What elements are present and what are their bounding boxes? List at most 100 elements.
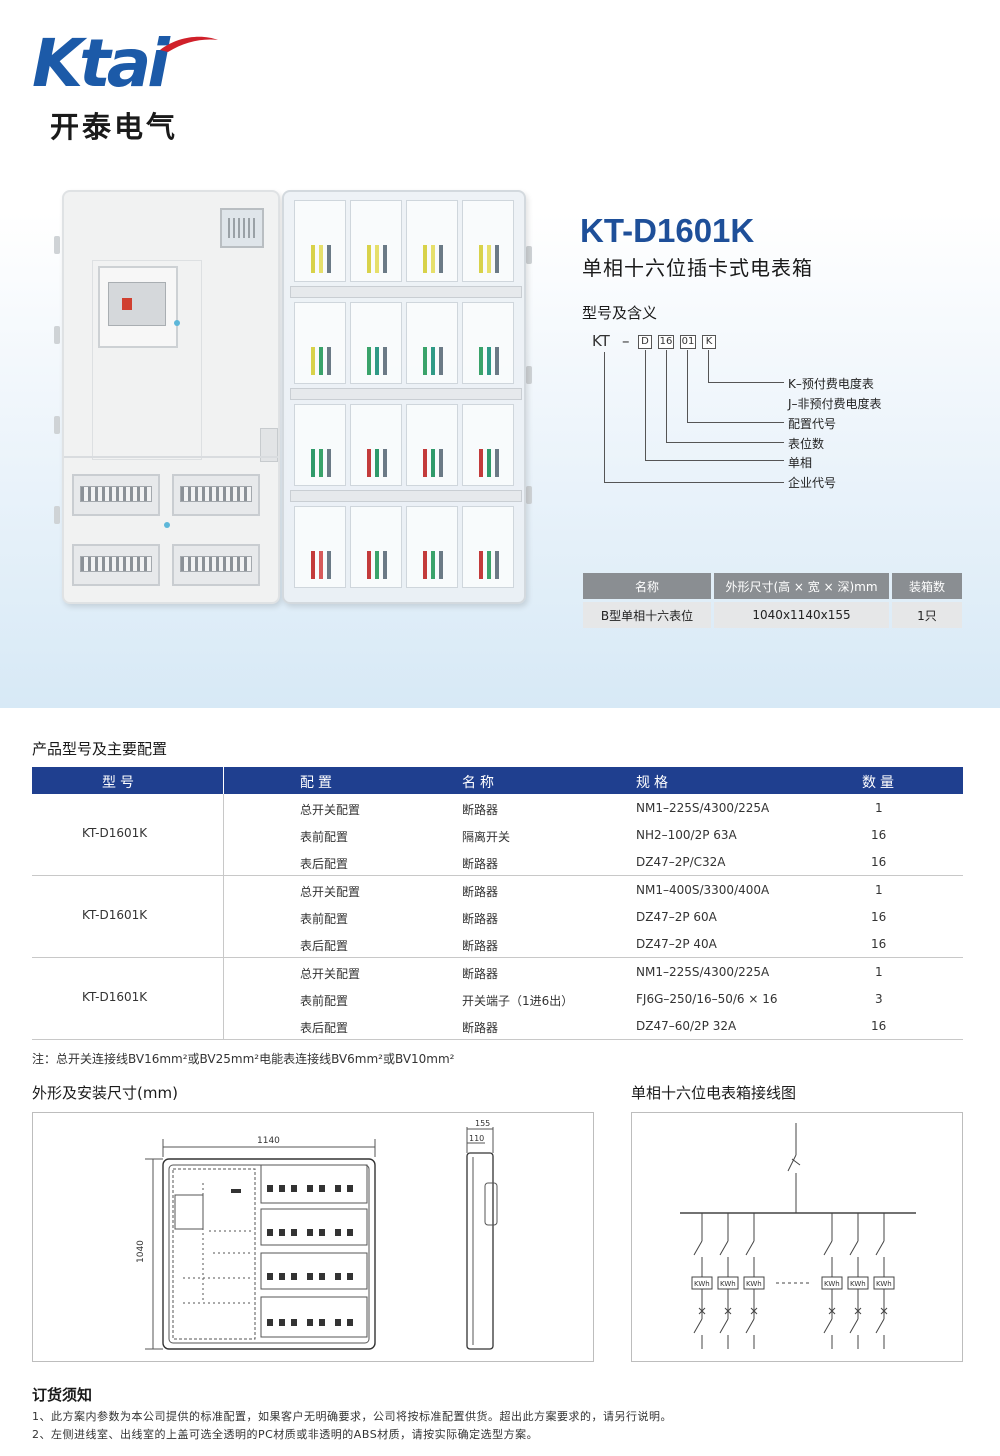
cell-qty: 16 — [871, 1019, 887, 1033]
product-name-subtitle: 单相十六位插卡式电表箱 — [582, 256, 813, 280]
table-row: 总开关配置 断路器 NM1–225S/4300/225A 1 — [32, 959, 963, 986]
dimension-drawing: 1140 1040 155 110 — [32, 1112, 594, 1362]
code-label-prepaid: K–预付费电度表 — [788, 377, 874, 391]
code-label-non-prepaid: J–非预付费电度表 — [788, 397, 882, 411]
cell-spec: NM1–225S/4300/225A — [636, 801, 770, 815]
cell-config: 总开关配置 — [300, 803, 361, 817]
spec-cell-size: 1040x1140x155 — [714, 602, 889, 628]
cell-name: 隔离开关 — [462, 830, 511, 844]
spec-header-size: 外形尺寸(高 × 宽 × 深)mm — [714, 573, 889, 599]
company-logo: Ktai 开泰电气 — [30, 25, 218, 144]
spec-table: 名称 外形尺寸(高 × 宽 × 深)mm 装箱数 B型单相十六表位 1040x1… — [580, 570, 965, 631]
cell-qty: 1 — [875, 965, 883, 979]
logo-swoosh-icon — [160, 36, 218, 52]
table-row: 表后配置 断路器 DZ47–2P/C32A 16 — [32, 849, 963, 876]
cell-config: 表前配置 — [300, 994, 349, 1008]
meter-label: KWh — [850, 1280, 866, 1288]
meter-label: KWh — [824, 1280, 840, 1288]
config-header-config: 配置 — [300, 775, 336, 791]
table-row: 表前配置 开关端子（1进6出） FJ6G–250/16–50/6 × 16 3 — [32, 986, 963, 1013]
company-name: 开泰电气 — [50, 110, 179, 144]
cell-spec: DZ47–2P 40A — [636, 937, 717, 951]
width-dimension-label: 1140 — [257, 1136, 280, 1146]
hero-section: Ktai 开泰电气 — [0, 0, 1000, 708]
cell-spec: NH2–100/2P 63A — [636, 828, 737, 842]
cell-spec: DZ47–60/2P 32A — [636, 1019, 737, 1033]
config-group: KT-D1601K 总开关配置 断路器 NM1–225S/4300/225A 1… — [32, 958, 963, 1040]
table-row: 表后配置 断路器 DZ47–60/2P 32A 16 — [32, 1013, 963, 1040]
table-row: 总开关配置 断路器 NM1–400S/3300/400A 1 — [32, 877, 963, 904]
dimensions-heading: 外形及安装尺寸(mm) — [32, 1084, 178, 1102]
meter-label: KWh — [876, 1280, 892, 1288]
code-box-type: K — [702, 335, 716, 349]
config-table-header: 型号 配置 名称 规格 数量 — [32, 767, 963, 794]
cell-qty: 16 — [871, 828, 887, 842]
code-prefix: KT — [592, 332, 610, 350]
cell-spec: DZ47–2P/C32A — [636, 855, 726, 869]
cell-spec: NM1–400S/3300/400A — [636, 883, 770, 897]
config-group: KT-D1601K 总开关配置 断路器 NM1–225S/4300/225A 1… — [32, 794, 963, 876]
inner-depth-dimension-label: 110 — [469, 1134, 484, 1143]
cell-name: 断路器 — [462, 885, 499, 899]
code-dash: – — [622, 332, 630, 350]
cell-qty: 3 — [875, 992, 883, 1006]
cell-qty: 1 — [875, 883, 883, 897]
cell-qty: 16 — [871, 855, 887, 869]
notice-item: 1、此方案内参数为本公司提供的标准配置，如果客户无明确要求，公司将按标准配置供货… — [32, 1410, 672, 1423]
config-header-spec: 规格 — [636, 775, 672, 791]
cell-name: 开关端子（1进6出） — [462, 994, 574, 1008]
code-label-company: 企业代号 — [788, 476, 837, 490]
meter-label: KWh — [694, 1280, 710, 1288]
cell-spec: NM1–225S/4300/225A — [636, 965, 770, 979]
enclosure-left-door — [62, 190, 280, 604]
notice-item: 2、左侧进线室、出线室的上盖可选全透明的PC材质或非透明的ABS材质，请按实际确… — [32, 1428, 539, 1441]
meter-label: KWh — [746, 1280, 762, 1288]
table-row: 表前配置 隔离开关 NH2–100/2P 63A 16 — [32, 822, 963, 849]
enclosure-meter-compartment — [282, 190, 526, 604]
cell-spec: DZ47–2P 60A — [636, 910, 717, 924]
model-meaning-heading: 型号及含义 — [582, 304, 658, 322]
config-heading: 产品型号及主要配置 — [32, 740, 168, 758]
depth-dimension-label: 155 — [475, 1119, 490, 1128]
cell-config: 总开关配置 — [300, 967, 361, 981]
wiring-heading: 单相十六位电表箱接线图 — [631, 1084, 797, 1102]
main-breaker — [98, 266, 178, 348]
cell-config: 表后配置 — [300, 857, 349, 871]
height-dimension-label: 1040 — [136, 1240, 146, 1263]
wiring-diagram: KWh KWh KWh KWh KWh KWh — [631, 1112, 963, 1362]
cell-config: 表后配置 — [300, 1021, 349, 1035]
cell-spec: FJ6G–250/16–50/6 × 16 — [636, 992, 778, 1006]
cell-qty: 16 — [871, 937, 887, 951]
config-group: KT-D1601K 总开关配置 断路器 NM1–400S/3300/400A 1… — [32, 876, 963, 958]
config-header-name: 名称 — [462, 775, 498, 791]
logo-wordmark: Ktai — [32, 25, 170, 102]
cell-name: 断路器 — [462, 912, 499, 926]
table-row: 表后配置 断路器 DZ47–2P 40A 16 — [32, 931, 963, 958]
config-header-model: 型号 — [102, 775, 138, 791]
config-model: KT-D1601K — [82, 990, 148, 1004]
table-row: 总开关配置 断路器 NM1–225S/4300/225A 1 — [32, 795, 963, 822]
config-header-qty: 数量 — [862, 775, 898, 791]
spec-header-qty: 装箱数 — [892, 573, 962, 599]
cell-name: 断路器 — [462, 1021, 499, 1035]
meter-label: KWh — [720, 1280, 736, 1288]
cell-name: 断路器 — [462, 857, 499, 871]
cell-name: 断路器 — [462, 939, 499, 953]
cell-config: 总开关配置 — [300, 885, 361, 899]
code-label-single-phase: 单相 — [788, 456, 813, 470]
product-model-title: KT-D1601K — [580, 212, 755, 249]
code-label-positions: 表位数 — [788, 437, 825, 451]
cell-name: 断路器 — [462, 967, 499, 981]
table-row: 表前配置 断路器 DZ47–2P 60A 16 — [32, 904, 963, 931]
config-model: KT-D1601K — [82, 826, 148, 840]
config-model: KT-D1601K — [82, 908, 148, 922]
spec-header-name: 名称 — [583, 573, 711, 599]
code-label-config: 配置代号 — [788, 417, 837, 431]
cell-config: 表后配置 — [300, 939, 349, 953]
code-box-config: 01 — [680, 335, 696, 349]
config-note: 注：总开关连接线BV16mm²或BV25mm²电能表连接线BV6mm²或BV10… — [32, 1052, 455, 1066]
cell-qty: 16 — [871, 910, 887, 924]
cell-qty: 1 — [875, 801, 883, 815]
spec-cell-name: B型单相十六表位 — [583, 602, 711, 628]
code-box-phase: D — [638, 335, 652, 349]
